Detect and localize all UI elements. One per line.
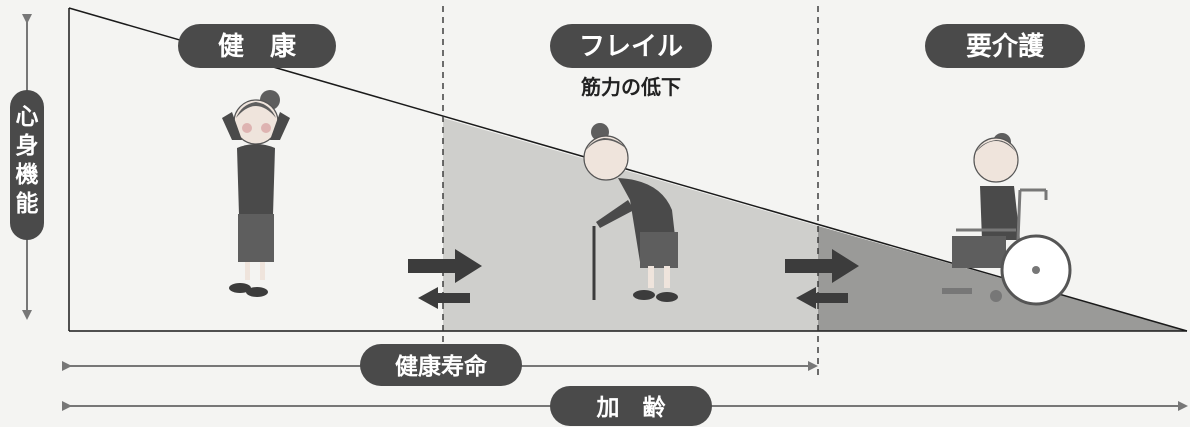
frailty-zone [443, 118, 818, 331]
backward-arrow-icon [418, 287, 470, 309]
transition-arrows-2 [785, 249, 859, 309]
transition-arrows-1 [408, 249, 482, 309]
backward-arrow-icon [796, 287, 848, 309]
frailty-label: フレイル [579, 32, 683, 62]
frailty-note: 筋力の低下 [581, 75, 681, 99]
y-axis-char-1: 心 [16, 104, 39, 130]
aging-pill [550, 386, 712, 426]
y-axis-pill [10, 90, 44, 240]
healthy-label: 健 康 [218, 31, 297, 62]
woman-healthy-icon [222, 90, 290, 297]
y-axis-char-2: 身 [16, 132, 39, 159]
healthy-pill [178, 24, 336, 68]
forward-arrow-icon [785, 249, 859, 283]
forward-arrow-icon [408, 249, 482, 283]
wheelchair-user-icon [942, 133, 1072, 306]
aging-label: 加 齢 [596, 394, 666, 421]
frailty-pill [550, 24, 712, 68]
care-label: 要介護 [966, 31, 1045, 62]
care-pill [925, 24, 1085, 68]
healthy-lifespan-pill [360, 344, 522, 386]
y-axis-char-3: 機 [16, 162, 39, 188]
y-axis-char-4: 能 [16, 190, 39, 217]
woman-with-cane-icon [583, 123, 678, 302]
healthy-lifespan-label: 健康寿命 [395, 353, 488, 380]
y-axis-label: 心 身 機 能 [16, 104, 39, 217]
